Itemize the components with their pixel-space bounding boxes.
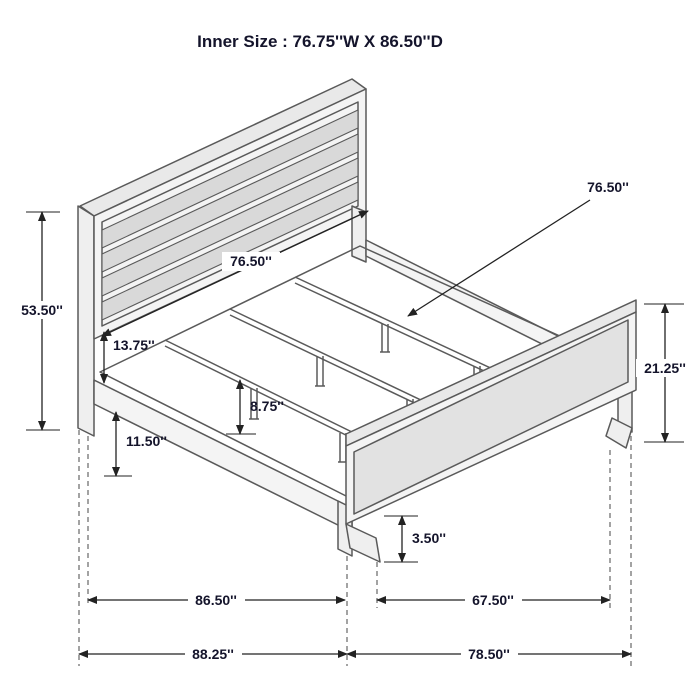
dim-slat-callout: 76.50'' [407,177,638,317]
headboard-left-post [77,205,95,437]
footboard-inner-panel [353,319,629,515]
dim-label-support-leg-height: 8.75'' [250,398,284,414]
dim-overall-width: 78.50'' [346,645,632,663]
dim-label-inner-depth: 86.50'' [195,592,237,608]
dim-label-headboard-height: 53.50'' [21,302,63,318]
dim-support-leg-height: 8.75'' [226,379,284,435]
dim-headboard-height: 53.50'' [14,211,71,431]
dim-label-footboard-height: 21.25'' [644,360,686,376]
dim-label-inner-width: 76.50'' [230,253,272,269]
dim-rail-clearance: 11.50'' [104,411,167,477]
support-leg [380,324,390,353]
dim-overall-depth: 88.25'' [78,645,348,663]
dim-label-overall-depth: 88.25'' [192,646,234,662]
dim-panel-to-rail: 13.75'' [100,331,155,384]
dim-label-panel-to-rail: 13.75'' [113,337,155,353]
dim-footboard-height: 21.25'' [636,303,694,443]
dim-label-overall-width: 78.50'' [468,646,510,662]
dim-label-foot-height: 3.50'' [412,530,446,546]
dim-footboard-span: 67.50'' [376,591,611,609]
footboard-front-foot [345,523,381,563]
dim-label-slat-callout: 76.50'' [587,179,629,195]
page-title: Inner Size : 76.75''W X 86.50''D [197,32,443,51]
dim-inner-depth: 86.50'' [87,591,346,609]
front-side-rail [93,379,353,533]
dim-label-footboard-span: 67.50'' [472,592,514,608]
bed-frame [77,78,637,563]
footboard [345,299,637,563]
dim-foot-height: 3.50'' [384,515,446,563]
dim-label-rail-clearance: 11.50'' [126,433,167,449]
headboard-right-post [351,205,367,263]
support-leg [249,388,259,420]
support-leg [315,356,325,387]
footboard-right-foot [605,417,633,449]
dim-inner-width: 76.50'' [101,210,369,337]
